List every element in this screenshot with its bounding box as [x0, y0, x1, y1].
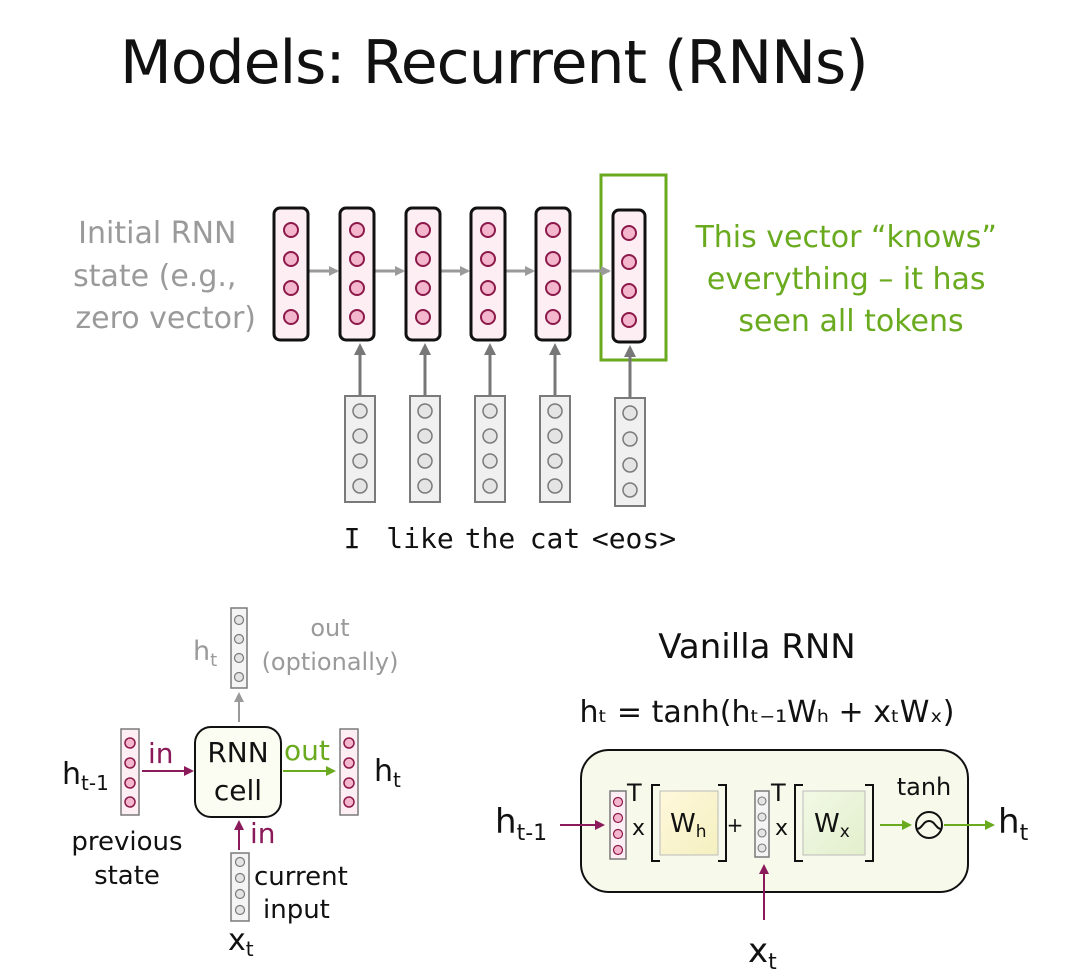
- vanilla-title: Vanilla RNN: [658, 627, 855, 667]
- final-state-label: This vector “knows” everything – it has …: [694, 220, 1006, 339]
- current-input-label: xt: [228, 923, 254, 961]
- token-label: I: [344, 522, 361, 555]
- multiply-sign: x: [632, 816, 645, 841]
- token-label: cat: [530, 522, 581, 555]
- multiply-sign: x: [775, 816, 788, 841]
- state-vector: [272, 206, 310, 342]
- rnn-cell-label: RNN: [207, 736, 268, 769]
- input-vector: [474, 395, 506, 503]
- input-arrows: [354, 343, 636, 398]
- token-label: <eos>: [592, 522, 676, 555]
- vanilla-state-vector: [609, 790, 627, 860]
- current-input-vector: [230, 852, 250, 922]
- weight-matrix-x-label: Wx: [814, 809, 850, 842]
- weight-matrix-h-label: Wh: [670, 809, 707, 842]
- token-labels: I like the cat <eos>: [344, 522, 677, 555]
- transpose-label: T: [626, 779, 642, 807]
- token-label: like: [386, 522, 453, 555]
- input-vector: [539, 395, 571, 503]
- optional-output-label: ht: [193, 636, 217, 671]
- top-diagram: Initial RNN state (e.g., zero vector) Th…: [73, 173, 1006, 555]
- vanilla-formula: hₜ = tanh(hₜ₋₁Wₕ + xₜWₓ): [580, 695, 955, 730]
- rnn-cell-diagram: ht out (optionally) ht-1: [62, 607, 401, 961]
- state-vector: [404, 206, 442, 342]
- tanh-label: tanh: [897, 773, 952, 801]
- previous-state-caption: state: [94, 861, 160, 891]
- vanilla-input-state-label: ht-1: [495, 802, 547, 846]
- vanilla-input-label: xt: [748, 931, 777, 975]
- bracket-left: [651, 784, 660, 862]
- input-vector: [614, 397, 646, 507]
- bracket-right: [865, 784, 874, 862]
- next-state-label: ht: [374, 754, 401, 792]
- out-label: out: [310, 614, 349, 642]
- in-label: in: [148, 737, 174, 770]
- previous-state-caption: previous: [71, 827, 182, 857]
- input-in-label: in: [250, 817, 276, 850]
- state-vector: [469, 206, 507, 342]
- tanh-icon: [915, 811, 943, 839]
- state-vector: [534, 206, 572, 342]
- input-vector: [409, 395, 441, 503]
- transpose-label: T: [770, 779, 786, 807]
- weight-matrix-h: [659, 790, 719, 856]
- next-state-vector: [339, 728, 359, 816]
- input-vector: [344, 395, 376, 503]
- vanilla-output-state-label: ht: [998, 802, 1029, 846]
- rnn-cell-box: [194, 726, 282, 818]
- state-vector: [338, 206, 376, 342]
- bracket-right: [718, 784, 727, 862]
- vanilla-input-vector: [754, 790, 770, 858]
- weight-matrix-x: [802, 790, 866, 856]
- previous-state-vector: [120, 728, 140, 816]
- out-arrow-label: out: [284, 734, 330, 767]
- current-input-caption: input: [263, 895, 330, 925]
- token-label: the: [465, 522, 516, 555]
- optional-output-vector: [230, 607, 248, 689]
- optionally-label: (optionally): [262, 648, 399, 676]
- current-input-caption: current: [254, 862, 348, 892]
- rnn-cell-label: cell: [214, 774, 262, 807]
- initial-state-label: Initial RNN state (e.g., zero vector): [73, 216, 256, 336]
- previous-state-label: ht-1: [62, 757, 109, 795]
- final-state-vector: [611, 208, 647, 344]
- vanilla-rnn-diagram: Vanilla RNN hₜ = tanh(hₜ₋₁Wₕ + xₜWₓ) ht-…: [495, 627, 1029, 975]
- plus-sign: +: [727, 813, 744, 837]
- bracket-left: [794, 784, 803, 862]
- slide-title: Models: Recurrent (RNNs): [120, 28, 869, 98]
